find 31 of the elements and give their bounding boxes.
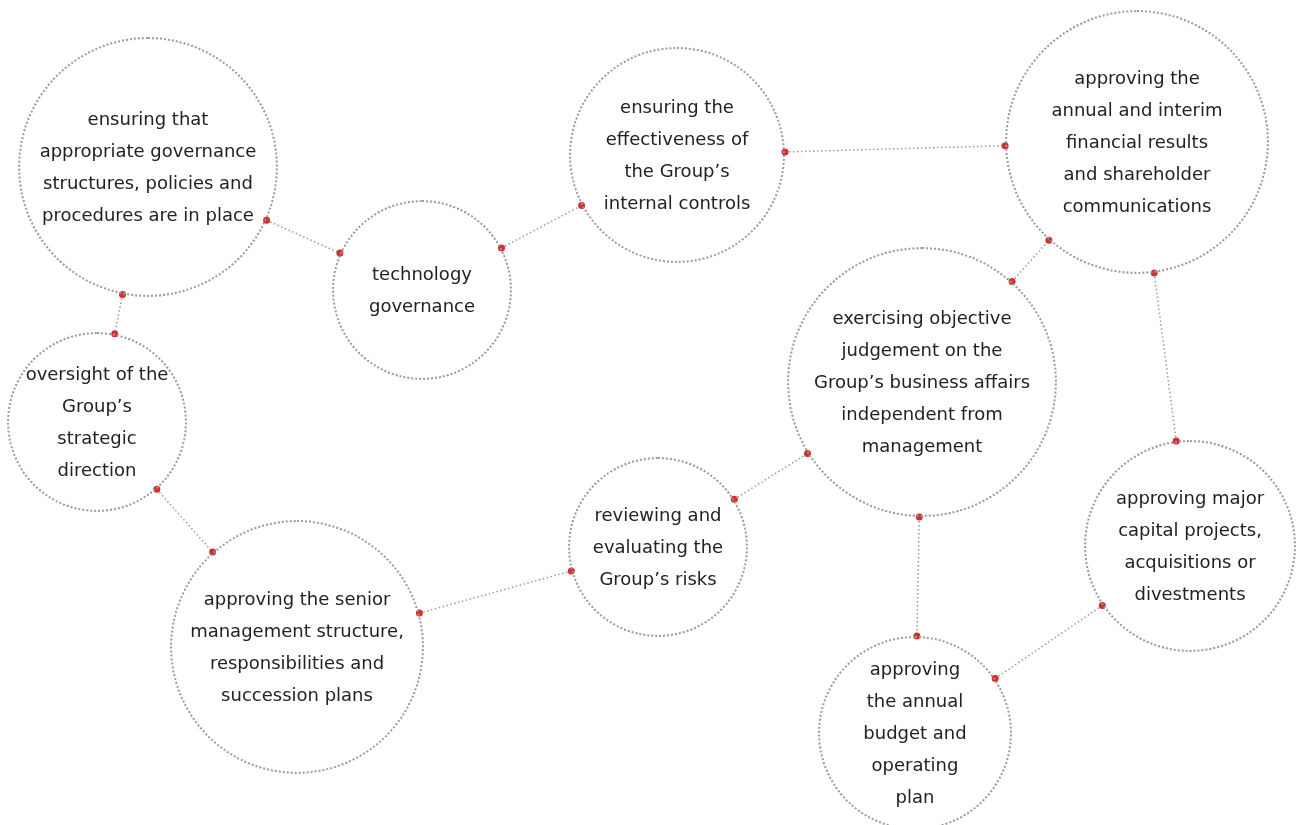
dotted-connector <box>781 142 1009 156</box>
topic-text: exercising objective judgement on the Group’s business affairs independent from management <box>812 306 1031 458</box>
dotted-connector <box>153 485 217 556</box>
topic-text: approving major capital projects, acquisitions or divestments <box>1114 486 1266 606</box>
topic-text: reviewing and evaluating the Group’s risks <box>591 503 725 591</box>
topic-circle <box>1005 10 1269 274</box>
topic-circle <box>787 247 1057 517</box>
dotted-connector <box>1150 269 1180 445</box>
dotted-connector <box>730 450 811 503</box>
dotted-connector <box>111 291 126 338</box>
dotted-connector <box>1008 236 1053 285</box>
topic-text: approving the senior management structure, responsibilities and succession plans <box>189 587 405 707</box>
dotted-connector <box>498 202 586 252</box>
topic-circle <box>1084 440 1296 652</box>
topic-text: ensuring that appropriate governance structures, policies and procedures are in place <box>38 107 258 227</box>
topic-circle <box>569 47 785 263</box>
topic-circle <box>18 37 278 297</box>
topic-circle <box>170 520 424 774</box>
dotted-connector <box>263 216 344 257</box>
topic-circle <box>7 332 187 512</box>
dotted-connector <box>913 513 923 640</box>
dotted-connector <box>415 567 575 617</box>
topic-text: ensuring the effectiveness of the Group’s internal controls <box>602 95 752 215</box>
topic-text: technology governance <box>367 262 477 318</box>
topic-text: approving the annual and interim financial results and shareholder communications <box>1050 66 1224 218</box>
topic-circle <box>332 200 512 380</box>
dotted-connector <box>991 602 1106 682</box>
topic-text: oversight of the Group’s strategic direction <box>24 362 170 482</box>
topic-circle <box>568 457 748 637</box>
topic-text: approving the annual budget and operating plan <box>862 657 968 809</box>
topic-circle <box>818 636 1012 825</box>
